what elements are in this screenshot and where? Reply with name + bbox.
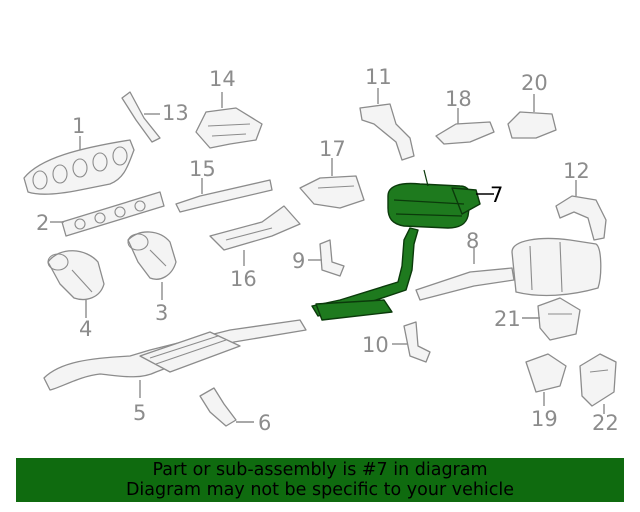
callout-1: 1 xyxy=(72,114,85,138)
callout-15: 15 xyxy=(189,157,216,181)
part-15-heat-shield[interactable] xyxy=(175,179,273,213)
callout-17: 17 xyxy=(319,137,346,161)
part-11-hanger-bracket[interactable] xyxy=(359,103,415,161)
part-17-heat-shield[interactable] xyxy=(299,175,365,209)
part-13-heat-shield[interactable] xyxy=(121,91,161,143)
part-21-bracket[interactable] xyxy=(537,297,581,341)
part-5-front-pipe[interactable] xyxy=(43,319,307,391)
part-3-catalytic-converter[interactable] xyxy=(127,231,177,280)
callout-16: 16 xyxy=(230,267,257,291)
callout-2: 2 xyxy=(36,211,49,235)
banner-line-1: Part or sub-assembly is #7 in diagram xyxy=(152,460,488,480)
callout-9: 9 xyxy=(292,249,305,273)
part-2-manifold-gasket[interactable] xyxy=(61,191,165,237)
callout-10: 10 xyxy=(362,333,389,357)
part-14-heat-shield[interactable] xyxy=(195,107,263,149)
part-10-bracket[interactable] xyxy=(403,321,431,363)
callout-14: 14 xyxy=(209,67,236,91)
callout-7: 7 xyxy=(490,183,503,207)
callout-11: 11 xyxy=(365,65,392,89)
part-18-heat-shield[interactable] xyxy=(435,121,495,145)
part-20-bracket[interactable] xyxy=(507,111,557,139)
part-7-muffler-assembly[interactable] xyxy=(311,169,481,321)
part-8-rear-muffler[interactable] xyxy=(415,237,602,301)
banner-line-2: Diagram may not be specific to your vehi… xyxy=(125,480,515,500)
callout-19: 19 xyxy=(531,407,558,431)
callout-4: 4 xyxy=(79,317,92,341)
callout-12: 12 xyxy=(563,159,590,183)
callout-22: 22 xyxy=(592,411,619,435)
callout-3: 3 xyxy=(155,301,168,325)
part-22-bracket[interactable] xyxy=(579,353,617,407)
callout-8: 8 xyxy=(466,229,479,253)
part-4-catalytic-converter[interactable] xyxy=(47,250,105,301)
part-6-bracket[interactable] xyxy=(199,387,237,427)
callout-21: 21 xyxy=(494,307,521,331)
part-12-bracket[interactable] xyxy=(555,195,607,241)
callout-6: 6 xyxy=(258,411,271,435)
part-19-bracket[interactable] xyxy=(525,353,567,393)
part-1-exhaust-manifold[interactable] xyxy=(23,139,135,195)
part-16-heat-shield[interactable] xyxy=(209,205,301,251)
callout-18: 18 xyxy=(445,87,472,111)
callout-5: 5 xyxy=(133,401,146,425)
part-9-hanger[interactable] xyxy=(319,239,345,277)
fitment-notice-banner: Part or sub-assembly is #7 in diagram Di… xyxy=(16,458,624,502)
callout-13: 13 xyxy=(162,101,189,125)
callout-20: 20 xyxy=(521,71,548,95)
